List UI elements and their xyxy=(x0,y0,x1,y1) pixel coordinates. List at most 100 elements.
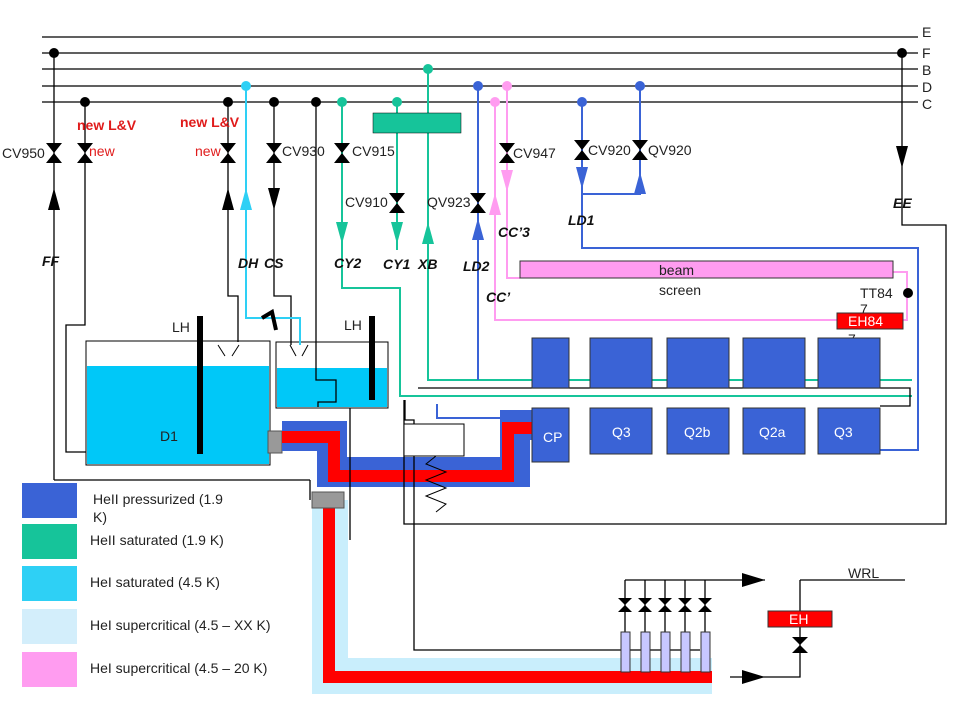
hot-pipe xyxy=(282,422,712,683)
valve-label-qv920: QV920 xyxy=(648,142,692,158)
line-label-cs: CS xyxy=(264,255,284,271)
line-label-ld2: LD2 xyxy=(463,258,490,274)
ff-arrow-icon xyxy=(48,188,60,210)
legend-label-4: HeI supercritical (4.5 – XX K) xyxy=(90,617,271,633)
ld2-arrow-icon xyxy=(472,218,484,240)
phase-separator xyxy=(275,316,389,409)
valve-cv947-icon xyxy=(499,143,515,163)
valve-qv923-icon xyxy=(470,193,486,213)
header-label-f: F xyxy=(922,45,931,61)
legend-label-1a: HeII pressurized (1.9 xyxy=(93,491,223,507)
ld1-arrow-icon xyxy=(576,167,588,189)
valve-cv950-icon xyxy=(46,143,62,163)
line-label-ff: FF xyxy=(42,253,60,269)
line-label-ld1: LD1 xyxy=(568,212,595,228)
beam-screen-label-2: screen xyxy=(659,282,701,298)
valve-cv915-icon xyxy=(334,143,350,163)
new-lv-label-b: new L&V xyxy=(180,114,240,130)
valves xyxy=(46,140,648,213)
lh-label-2: LH xyxy=(344,317,362,333)
magnet-q3b-top xyxy=(817,337,881,389)
ee-line xyxy=(403,53,947,525)
heat-exchanger-block xyxy=(311,491,345,509)
vessel-d1 xyxy=(85,316,283,466)
eh-heater xyxy=(767,610,833,628)
bellows xyxy=(424,455,448,513)
valve-new2-icon xyxy=(220,143,236,163)
magnet-cp-top xyxy=(531,337,570,389)
magnet-label-q3a: Q3 xyxy=(612,424,631,440)
junction-dots xyxy=(49,48,907,107)
magnet-cp xyxy=(531,407,570,463)
qv920-arrow-icon xyxy=(634,172,646,194)
header-label-d: D xyxy=(922,79,932,95)
magnet-q3a xyxy=(589,407,653,455)
eh-valve-icon xyxy=(792,637,808,653)
lh-label-1: LH xyxy=(172,319,190,335)
valve-label-cv950: CV950 xyxy=(2,145,45,161)
valve-label-cv920: CV920 xyxy=(588,142,631,158)
wrl-label: WRL xyxy=(848,565,879,581)
line-label-cc: CC’ xyxy=(486,289,511,305)
magnet-q2a xyxy=(742,407,806,455)
legend-swatch-supercritical-xx xyxy=(22,609,77,644)
legend-swatch-saturated19 xyxy=(22,524,77,559)
magnet-q3b xyxy=(817,407,881,455)
left-return-lines xyxy=(53,53,700,651)
magnet-label-q2a: Q2a xyxy=(759,424,786,440)
valve-label-cv930: CV930 xyxy=(282,143,325,159)
d1-label: D1 xyxy=(160,428,178,444)
cy2-arrow-icon xyxy=(336,222,348,244)
wrl-arrow-icon xyxy=(742,573,765,587)
legend-label-3: HeI saturated (4.5 K) xyxy=(90,574,220,590)
valve-cv930-icon xyxy=(266,143,282,163)
line-label-xb: XB xyxy=(417,256,437,272)
ee-arrow-icon xyxy=(896,146,908,168)
magnet-string xyxy=(531,337,881,463)
separator-block xyxy=(372,112,462,134)
beam-screen-label-1: beam xyxy=(659,262,694,278)
legend-swatch-saturated45 xyxy=(22,566,77,601)
valve-label-new2: new xyxy=(195,143,222,159)
magnet-label-cp: CP xyxy=(543,429,562,445)
eh847-label-1: EH84 xyxy=(848,313,883,329)
flow-arrows xyxy=(48,146,908,244)
header-label-c: C xyxy=(922,96,932,112)
header-lines xyxy=(42,36,918,103)
dh-black-arrow-icon xyxy=(222,188,234,210)
legend-label-1b: K) xyxy=(93,509,107,525)
tt847-label-2: 7 xyxy=(860,301,868,317)
heat-exchanger-tubes xyxy=(620,631,711,673)
magnet-q2a-top xyxy=(742,337,806,389)
legend-label-2: HeII saturated (1.9 K) xyxy=(90,532,224,548)
valve-label-cv910: CV910 xyxy=(345,194,388,210)
legend-swatch-pressurized xyxy=(22,483,77,518)
line-label-ee: EE xyxy=(893,195,912,211)
tt847-sensor-icon xyxy=(903,288,913,298)
line-label-cc3: CC’3 xyxy=(498,224,530,240)
valve-label-cv947: CV947 xyxy=(513,145,556,161)
eh-label: EH xyxy=(789,611,808,627)
tt847-label-1: TT84 xyxy=(860,285,893,301)
cc3-arrow-icon xyxy=(501,170,513,192)
magnet-label-q3b: Q3 xyxy=(834,424,853,440)
magnet-q2b-top xyxy=(666,337,730,389)
magnet-q2b xyxy=(666,407,730,455)
valve-label-new1: new xyxy=(89,143,116,159)
legend-label-5: HeI supercritical (4.5 – 20 K) xyxy=(90,660,267,676)
line-label-dh: DH xyxy=(238,255,259,271)
dh-line xyxy=(245,86,301,345)
eh-return-arrow-icon xyxy=(742,670,765,684)
valve-qv920-icon xyxy=(632,140,648,160)
dh-arrow-icon xyxy=(240,188,252,210)
valve-cv910-icon xyxy=(389,193,405,213)
cc-arrow-icon xyxy=(489,193,501,215)
xb-arrow-icon xyxy=(422,222,434,244)
valve-label-qv923: QV923 xyxy=(427,194,471,210)
legend xyxy=(22,483,77,687)
valve-cv920-icon xyxy=(574,140,590,160)
line-label-cy2: CY2 xyxy=(334,255,361,271)
bellows-housing xyxy=(403,423,465,457)
valve-new1-icon xyxy=(77,143,93,163)
